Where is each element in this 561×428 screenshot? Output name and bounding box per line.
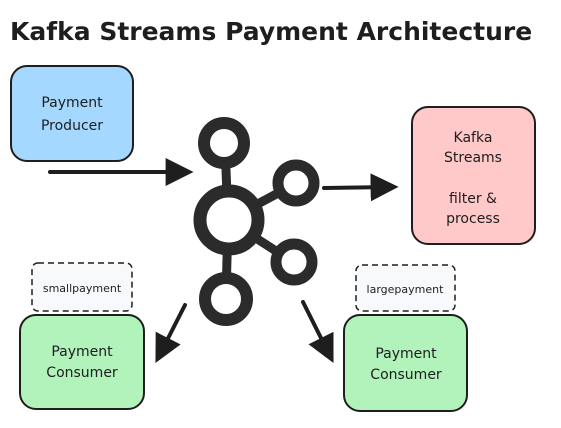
kafka-logo-node-top: [198, 117, 250, 169]
kafka-logo-node-upper-right: [272, 159, 320, 207]
payment-producer-box: Payment Producer: [10, 65, 134, 162]
producer-label-line1: Payment: [41, 95, 103, 111]
streams-label-line4: process: [446, 211, 500, 227]
producer-box-shape: [10, 65, 134, 162]
largepayment-topic-tag: largepayment: [355, 264, 456, 312]
producer-label-line2: Producer: [41, 118, 103, 134]
arrow-kafka-to-streams: [322, 173, 399, 202]
largepayment-tag-label: largepayment: [367, 283, 445, 296]
kafka-logo-node-lower-right: [270, 238, 318, 286]
smallpayment-tag-label: smallpayment: [43, 282, 122, 295]
small-payment-consumer-box: Payment Consumer: [19, 314, 145, 410]
large-consumer-box-shape: [343, 314, 468, 412]
large-consumer-label-line2: Consumer: [370, 367, 442, 383]
small-consumer-box-shape: [19, 314, 145, 410]
kafka-logo-node-center: [193, 184, 265, 256]
smallpayment-tag-shape: [31, 262, 133, 312]
streams-label-line2: Streams: [444, 150, 502, 166]
kafka-logo-icon: [193, 117, 320, 326]
large-payment-consumer-box: Payment Consumer: [343, 314, 468, 412]
streams-box-shape: [411, 106, 536, 245]
kafka-streams-box: Kafka Streams filter & process: [411, 106, 536, 245]
arrow-kafka-to-large-consumer: [301, 300, 334, 364]
small-consumer-label-line2: Consumer: [46, 365, 118, 381]
streams-label-line1: Kafka: [454, 130, 493, 146]
small-consumer-label-line1: Payment: [51, 344, 113, 360]
smallpayment-topic-tag: smallpayment: [31, 262, 133, 312]
streams-label-line3: filter &: [449, 191, 497, 207]
kafka-logo-node-bottom: [199, 272, 253, 326]
largepayment-tag-shape: [355, 264, 456, 312]
diagram-title: Kafka Streams Payment Architecture: [10, 17, 532, 46]
arrow-kafka-to-small-consumer: [155, 303, 187, 363]
large-consumer-label-line1: Payment: [375, 346, 437, 362]
